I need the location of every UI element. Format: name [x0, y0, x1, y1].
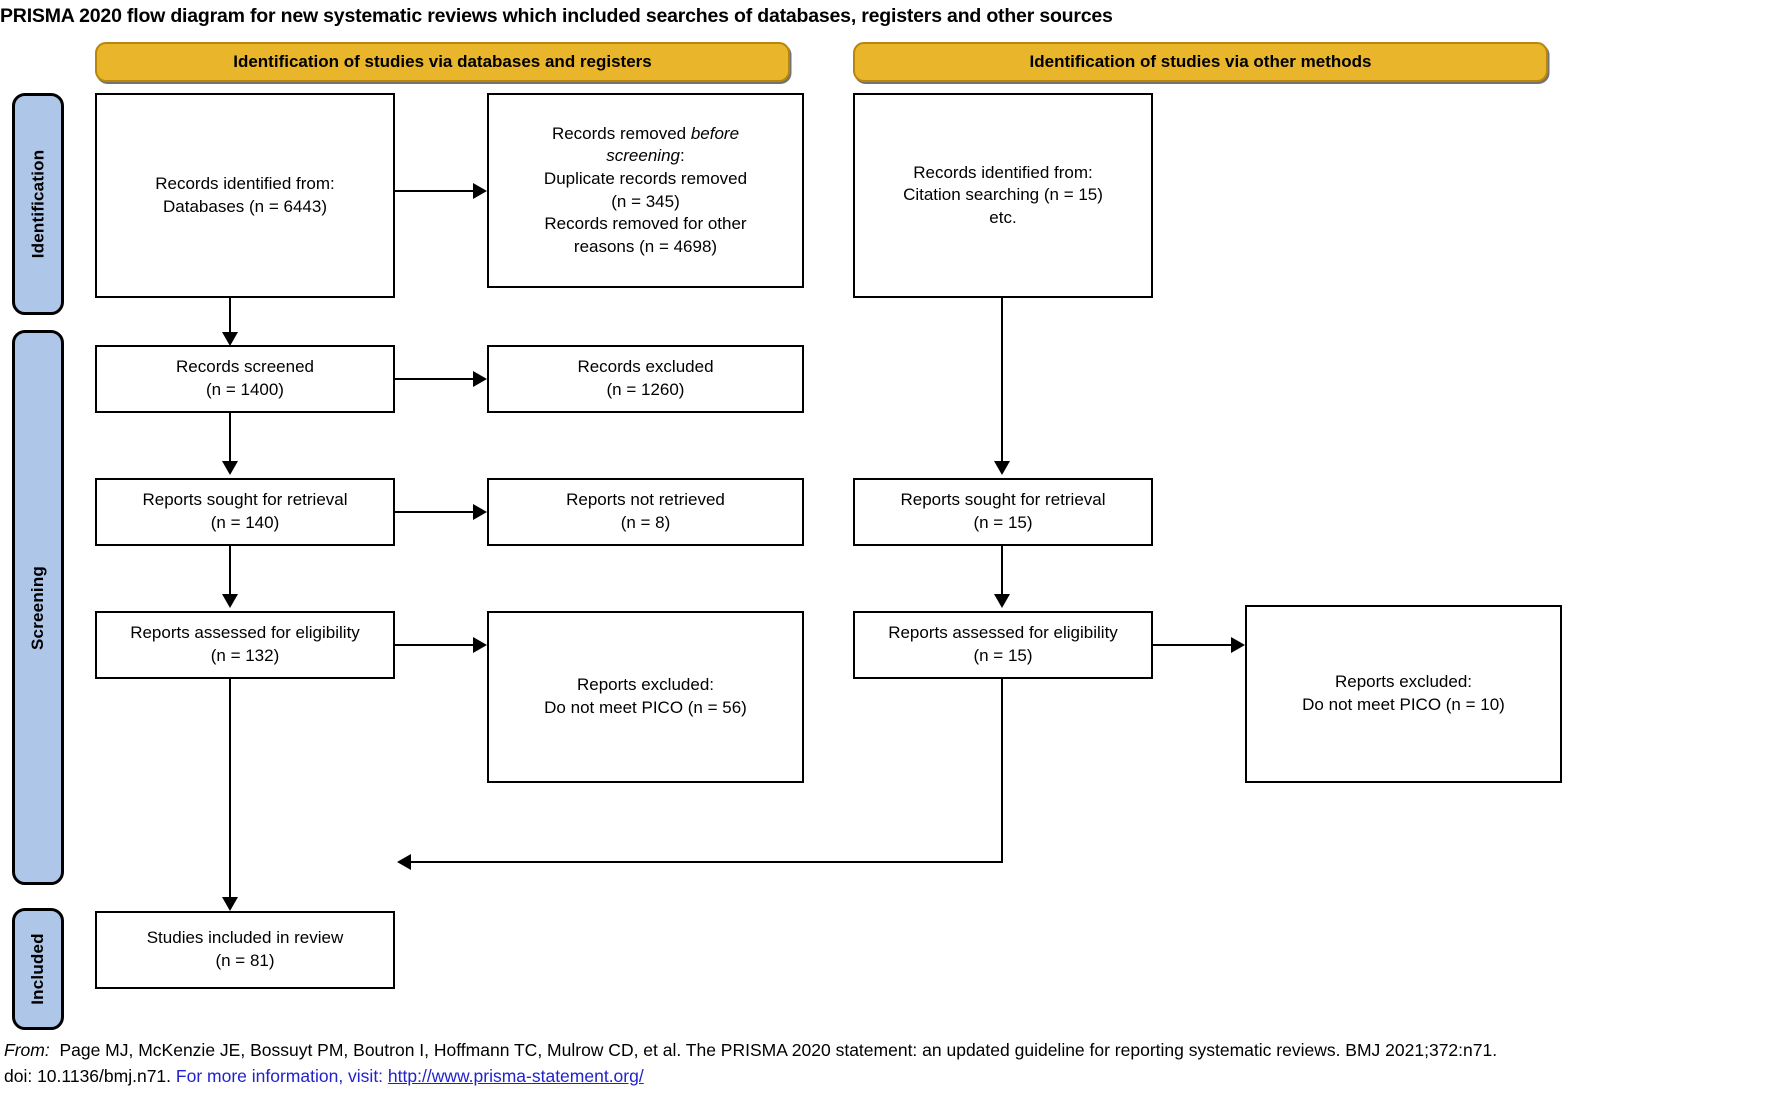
rail-included: Included: [12, 908, 64, 1030]
connector-screened-to-excluded-arrow: [473, 371, 487, 387]
records-removed-line1-pre: Records removed: [551, 123, 691, 143]
records-screened-line2: (n = 1400): [206, 380, 284, 399]
footer-line-1: From: Page MJ, McKenzie JE, Bossuyt PM, …: [4, 1037, 1770, 1063]
records-removed-line2-post: :: [679, 146, 685, 166]
box-other-identified: Records identified from: Citation search…: [853, 93, 1153, 298]
connector-sought-to-assessed-arrow: [222, 594, 238, 608]
records-screened-line1: Records screened: [176, 357, 314, 377]
other-identified-line1: Records identified from:: [913, 162, 1093, 182]
records-removed-line1-em: before: [690, 123, 740, 143]
box-records-removed-before-screening: Records removed before screening: Duplic…: [487, 93, 804, 288]
reports-not-retrieved-line2: (n = 8): [620, 513, 671, 532]
reports-excluded-left-line1: Reports excluded:: [576, 675, 715, 695]
rail-included-label: Included: [28, 933, 47, 1005]
box-reports-not-retrieved: Reports not retrieved (n = 8): [487, 478, 804, 546]
reports-not-retrieved-line1: Reports not retrieved: [566, 490, 725, 510]
connector-sought-to-notretrieved-line: [395, 511, 473, 513]
reports-sought-left-line2: (n = 140): [210, 513, 280, 532]
reports-excluded-right-line1: Reports excluded:: [1334, 672, 1473, 692]
banner-other-methods: Identification of studies via other meth…: [853, 42, 1548, 82]
records-removed-line4: (n = 345): [611, 191, 680, 211]
reports-assessed-right-line1: Reports assessed for eligibility: [888, 623, 1118, 643]
records-removed-line5: Records removed for other: [544, 214, 747, 234]
rail-identification-label: Identification: [28, 149, 48, 259]
connector-identified-to-removed-arrow: [473, 183, 487, 199]
connector-sought-right-to-assessed-line: [1001, 546, 1003, 598]
box-reports-assessed-left: Reports assessed for eligibility (n = 13…: [95, 611, 395, 679]
page-title: PRISMA 2020 flow diagram for new systema…: [0, 4, 1113, 27]
records-removed-line6: reasons (n = 4698): [573, 236, 718, 256]
footer-citation-text: Page MJ, McKenzie JE, Bossuyt PM, Boutro…: [59, 1040, 1498, 1060]
footer-more-info: For more information, visit:: [175, 1066, 384, 1087]
records-excluded-line1: Records excluded: [577, 357, 714, 377]
records-identified-line2: Databases (n = 6443): [163, 196, 327, 216]
studies-included-line2: (n = 81): [215, 951, 275, 970]
box-reports-excluded-right: Reports excluded: Do not meet PICO (n = …: [1245, 605, 1562, 783]
records-removed-line3: Duplicate records removed: [543, 168, 748, 188]
connector-right-to-included-horizontal: [411, 861, 1003, 863]
connector-assessed-to-excluded-left-line: [395, 644, 473, 646]
rail-identification: Identification: [12, 93, 64, 315]
connector-identified-to-screened-line: [229, 298, 231, 336]
connector-screened-to-excluded-line: [395, 378, 473, 380]
box-reports-excluded-left: Reports excluded: Do not meet PICO (n = …: [487, 611, 804, 783]
records-excluded-line2: (n = 1260): [606, 380, 685, 399]
reports-sought-right-line2: (n = 15): [973, 513, 1033, 532]
footer-citation: From: Page MJ, McKenzie JE, Bossuyt PM, …: [4, 1037, 1770, 1107]
connector-screened-to-sought-line: [229, 413, 231, 465]
rail-screening-label: Screening: [28, 565, 47, 650]
footer-from-label: From:: [4, 1040, 50, 1060]
box-records-identified: Records identified from: Databases (n = …: [95, 93, 395, 298]
rail-screening: Screening: [12, 330, 64, 885]
connector-right-to-included-arrow: [397, 854, 411, 870]
box-reports-assessed-right: Reports assessed for eligibility (n = 15…: [853, 611, 1153, 679]
reports-excluded-left-line2: Do not meet PICO (n = 56): [544, 698, 747, 717]
connector-screened-to-sought-arrow: [222, 461, 238, 475]
connector-assessed-to-excluded-right-line: [1153, 644, 1231, 646]
reports-assessed-right-line2: (n = 15): [973, 646, 1033, 665]
connector-other-to-sought-line: [1001, 298, 1003, 465]
box-studies-included: Studies included in review (n = 81): [95, 911, 395, 989]
connector-sought-right-to-assessed-arrow: [994, 594, 1010, 608]
prisma-statement-link[interactable]: http://www.prisma-statement.org/: [387, 1066, 644, 1087]
connector-assessed-to-excluded-right-arrow: [1231, 637, 1245, 653]
box-records-screened: Records screened (n = 1400): [95, 345, 395, 413]
reports-sought-right-line1: Reports sought for retrieval: [900, 490, 1106, 510]
records-removed-line1: Records removed before: [497, 123, 794, 146]
reports-excluded-right-line2: Do not meet PICO (n = 10): [1302, 695, 1505, 714]
studies-included-line1: Studies included in review: [146, 928, 344, 948]
connector-identified-to-removed-line: [395, 190, 473, 192]
box-reports-sought-right: Reports sought for retrieval (n = 15): [853, 478, 1153, 546]
records-identified-line1: Records identified from:: [155, 173, 335, 193]
connector-identified-to-screened-arrow: [222, 332, 238, 346]
reports-assessed-left-line2: (n = 132): [210, 646, 280, 665]
connector-assessed-to-included-arrow: [222, 897, 238, 911]
records-removed-line2: screening:: [497, 145, 794, 168]
connector-sought-to-notretrieved-arrow: [473, 504, 487, 520]
box-reports-sought-left: Reports sought for retrieval (n = 140): [95, 478, 395, 546]
reports-assessed-left-line1: Reports assessed for eligibility: [130, 623, 360, 643]
connector-other-to-sought-arrow: [994, 461, 1010, 475]
footer-line-2: doi: 10.1136/bmj.n71. For more informati…: [4, 1063, 1770, 1089]
other-identified-line2: Citation searching (n = 15): [903, 185, 1103, 205]
connector-right-to-included-vertical: [1001, 679, 1003, 863]
box-records-excluded: Records excluded (n = 1260): [487, 345, 804, 413]
reports-sought-left-line1: Reports sought for retrieval: [142, 490, 348, 510]
connector-assessed-to-excluded-left-arrow: [473, 637, 487, 653]
connector-assessed-to-included-line: [229, 679, 231, 901]
connector-sought-to-assessed-line: [229, 546, 231, 598]
footer-doi: doi: 10.1136/bmj.n71.: [4, 1066, 172, 1087]
other-identified-line3: etc.: [989, 207, 1017, 227]
banner-databases-registers: Identification of studies via databases …: [95, 42, 790, 82]
records-removed-line2-em: screening: [606, 146, 680, 166]
